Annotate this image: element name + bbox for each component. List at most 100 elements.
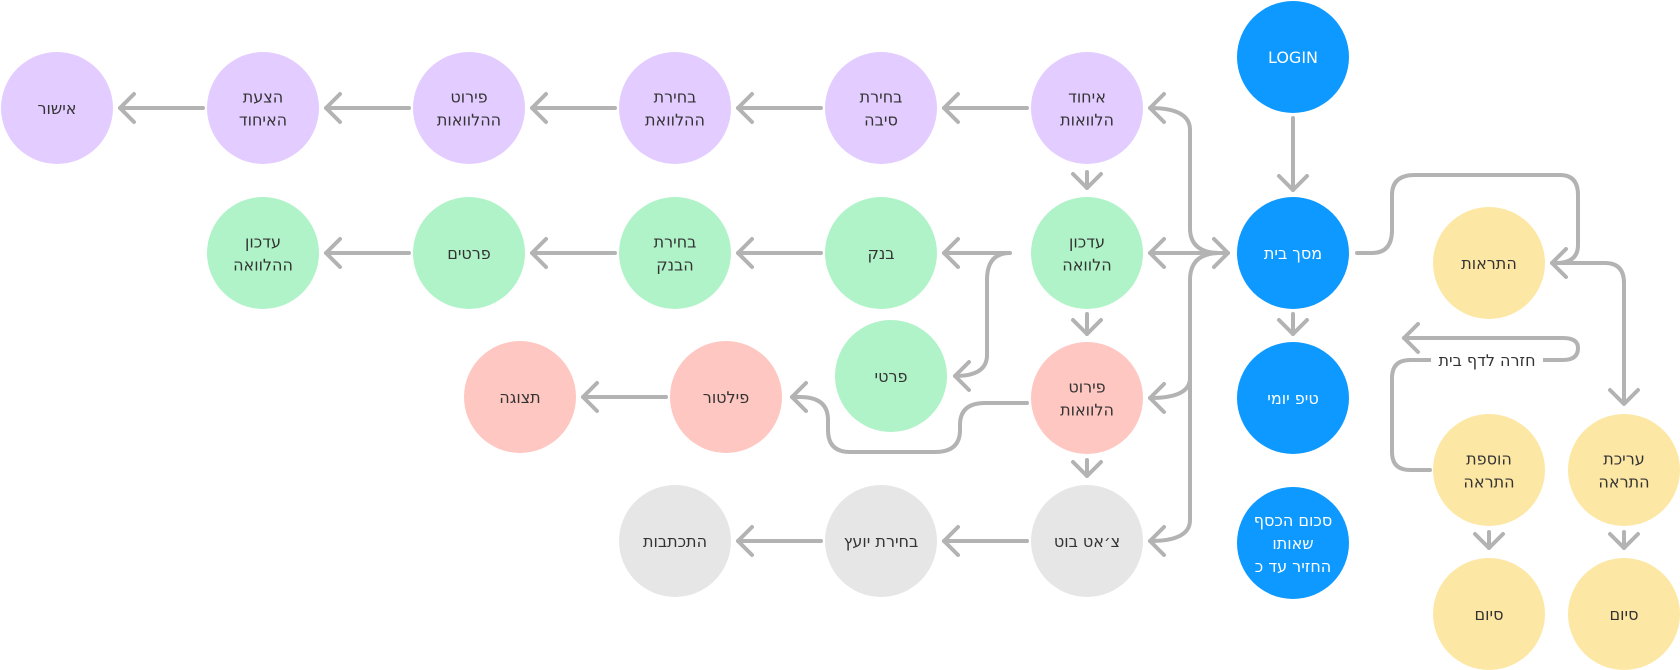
node-label: ההלוואת [645,111,705,130]
edge-label-background [1431,348,1543,372]
node-label: פירוט [1068,378,1105,397]
arrowhead-left-icon [1402,322,1420,354]
arrowhead-left-icon [118,92,136,124]
node-label: התכתבות [643,532,707,551]
node-label: בחירת יועץ [844,532,919,551]
node-loans-detail: פירוט הלוואות [1031,342,1143,454]
node-update-the-loan: עדכון ההלוואה [207,197,319,309]
edge-home-to-merge [1148,106,1222,255]
node-label: LOGIN [1268,48,1318,67]
arrowhead-left-icon [736,92,754,124]
edge-update-to-private [953,251,1012,378]
node-label: סיבה [864,111,898,130]
arrowhead-down-icon [1277,318,1309,336]
edge-label-back-home: חזרה לדף בית [1438,351,1535,370]
edge-home-to-alerts [1355,173,1580,265]
arrowhead-left-icon [942,92,960,124]
node-circle [464,341,576,453]
node-label: עדכון [245,233,281,252]
node-details: פרטים [413,197,525,309]
node-circle [1031,485,1143,597]
node-label: שאותו [1272,534,1313,553]
edge-add-to-backhome-a [1390,358,1433,472]
arrowhead-down-icon [1608,532,1640,550]
node-chat-bot: צ׳אט בוט [1031,485,1143,597]
node-circle [1031,52,1143,164]
node-label: איחוד [1068,88,1106,107]
node-filter: פילטור [670,341,782,453]
node-circle [1237,197,1349,309]
node-label: סכום הכסף [1254,511,1332,530]
arrowhead-left-icon [1148,92,1166,124]
node-label: פרטי [875,367,908,386]
node-circle [1031,342,1143,454]
node-label: סיום [1475,605,1504,624]
arrowhead-left-icon [736,237,754,269]
arrowhead-down-icon [1608,388,1640,406]
edge-add-to-backhome-b [1402,336,1580,362]
node-approval: אישור [1,52,113,164]
node-label: הלוואות [1060,111,1114,130]
node-label: הלוואות [1060,401,1114,420]
node-label: עדכון [1069,233,1105,252]
node-label: עריכת [1603,450,1645,469]
edge-labels-layer: חזרה לדף בית [1431,348,1543,372]
node-label: סיום [1610,605,1639,624]
node-circle [207,52,319,164]
node-loans-detail-merge: פירוט ההלוואות [413,52,525,164]
arrowhead-down-icon [1071,460,1103,478]
arrowhead-left-icon [1148,237,1166,269]
node-circle [1031,197,1143,309]
node-bank: בנק [825,197,937,309]
arrowhead-left-icon [942,237,960,269]
node-daily-tip: טיפ יומי [1237,342,1349,454]
arrowhead-left-icon [736,525,754,557]
edge-alerts-to-edit [1550,261,1626,404]
arrowhead-left-icon [942,525,960,557]
arrowhead-left-icon [324,92,342,124]
node-home: מסך בית [1237,197,1349,309]
node-label: הבנק [656,256,693,275]
node-circle [1237,1,1349,113]
node-circle [670,341,782,453]
node-circle [207,197,319,309]
node-label: תצוגה [499,388,540,407]
arrowhead-left-icon [581,381,599,413]
node-end-add: סיום [1433,558,1545,670]
node-correspondence: התכתבות [619,485,731,597]
arrowhead-left-icon [1148,382,1166,414]
arrowhead-down-icon [1071,172,1103,190]
node-circle [1,52,113,164]
node-label: החזיר עד כ [1255,557,1331,576]
node-label: ההלוואות [437,111,501,130]
node-circle [1237,342,1349,454]
node-display: תצוגה [464,341,576,453]
node-label: אישור [38,99,77,118]
node-circle [1433,414,1545,526]
node-label: בנק [867,244,894,263]
arrowhead-left-icon [324,237,342,269]
node-circle [1433,558,1545,670]
node-circle [825,485,937,597]
edge-detail-to-filter [790,395,1029,454]
node-circle [1433,207,1545,319]
node-money-returned: סכום הכסף שאותו החזיר עד כ [1237,487,1349,599]
node-circle [1568,558,1680,670]
edge-home-to-detail [1148,251,1222,400]
node-end-edit: סיום [1568,558,1680,670]
arrowhead-left-icon [953,360,971,392]
node-circle [413,197,525,309]
arrowhead-down-icon [1473,532,1505,550]
node-label: פירוט [450,88,487,107]
node-circle [413,52,525,164]
node-circle [619,52,731,164]
node-label: ההלוואה [233,256,293,275]
